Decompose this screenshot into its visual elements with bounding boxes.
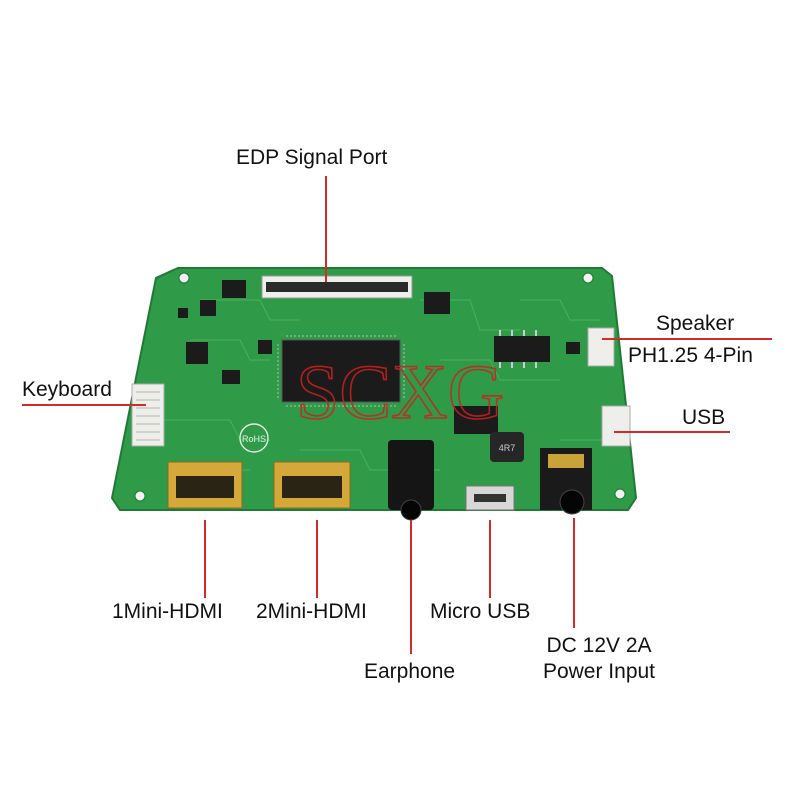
speaker-label: Speaker — [656, 312, 735, 335]
dc-jack-pin — [548, 454, 584, 468]
main-chip-pins — [277, 335, 405, 407]
micro-usb-label: Micro USB — [430, 600, 531, 623]
mini-hdmi-port-1-opening — [176, 476, 234, 498]
keyboard-connector-pins — [136, 391, 160, 441]
earphone-jack-hole — [400, 499, 422, 521]
inductor — [490, 432, 524, 462]
amplifier-chip — [494, 336, 550, 362]
dc-label: DC 12V 2A — [546, 634, 652, 657]
dc-power-label: Power Input — [542, 660, 656, 683]
speaker-pin-label: PH1.25 4-Pin — [628, 344, 753, 367]
usb-label: USB — [682, 406, 726, 429]
edp-connector-slot — [266, 282, 408, 292]
speaker-connector — [587, 327, 615, 367]
earphone-jack — [388, 440, 434, 510]
mini-hdmi-port-2-opening — [282, 476, 342, 498]
hdmi1-label: 1Mini-HDMI — [112, 600, 223, 623]
hdmi2-label: 2Mini-HDMI — [256, 600, 367, 623]
earphone-label: Earphone — [364, 660, 456, 683]
amplifier-chip-pins — [499, 330, 537, 368]
mounting-holes — [134, 272, 626, 502]
edp-label: EDP Signal Port — [236, 146, 388, 169]
dc-jack-hole — [559, 489, 585, 515]
inductor-mark: 4R7 — [499, 443, 516, 453]
micro-usb-port-opening — [474, 494, 506, 502]
main-chip — [281, 339, 401, 403]
rohs-mark: RoHS — [242, 434, 266, 444]
keyboard-label: Keyboard — [22, 378, 112, 401]
small-chips — [178, 280, 580, 434]
keyboard-connector — [131, 383, 165, 447]
rohs-mark-ring — [239, 423, 269, 453]
watermark: SCXG — [296, 348, 504, 435]
usb-connector — [601, 405, 631, 447]
leader-lines — [22, 176, 772, 654]
